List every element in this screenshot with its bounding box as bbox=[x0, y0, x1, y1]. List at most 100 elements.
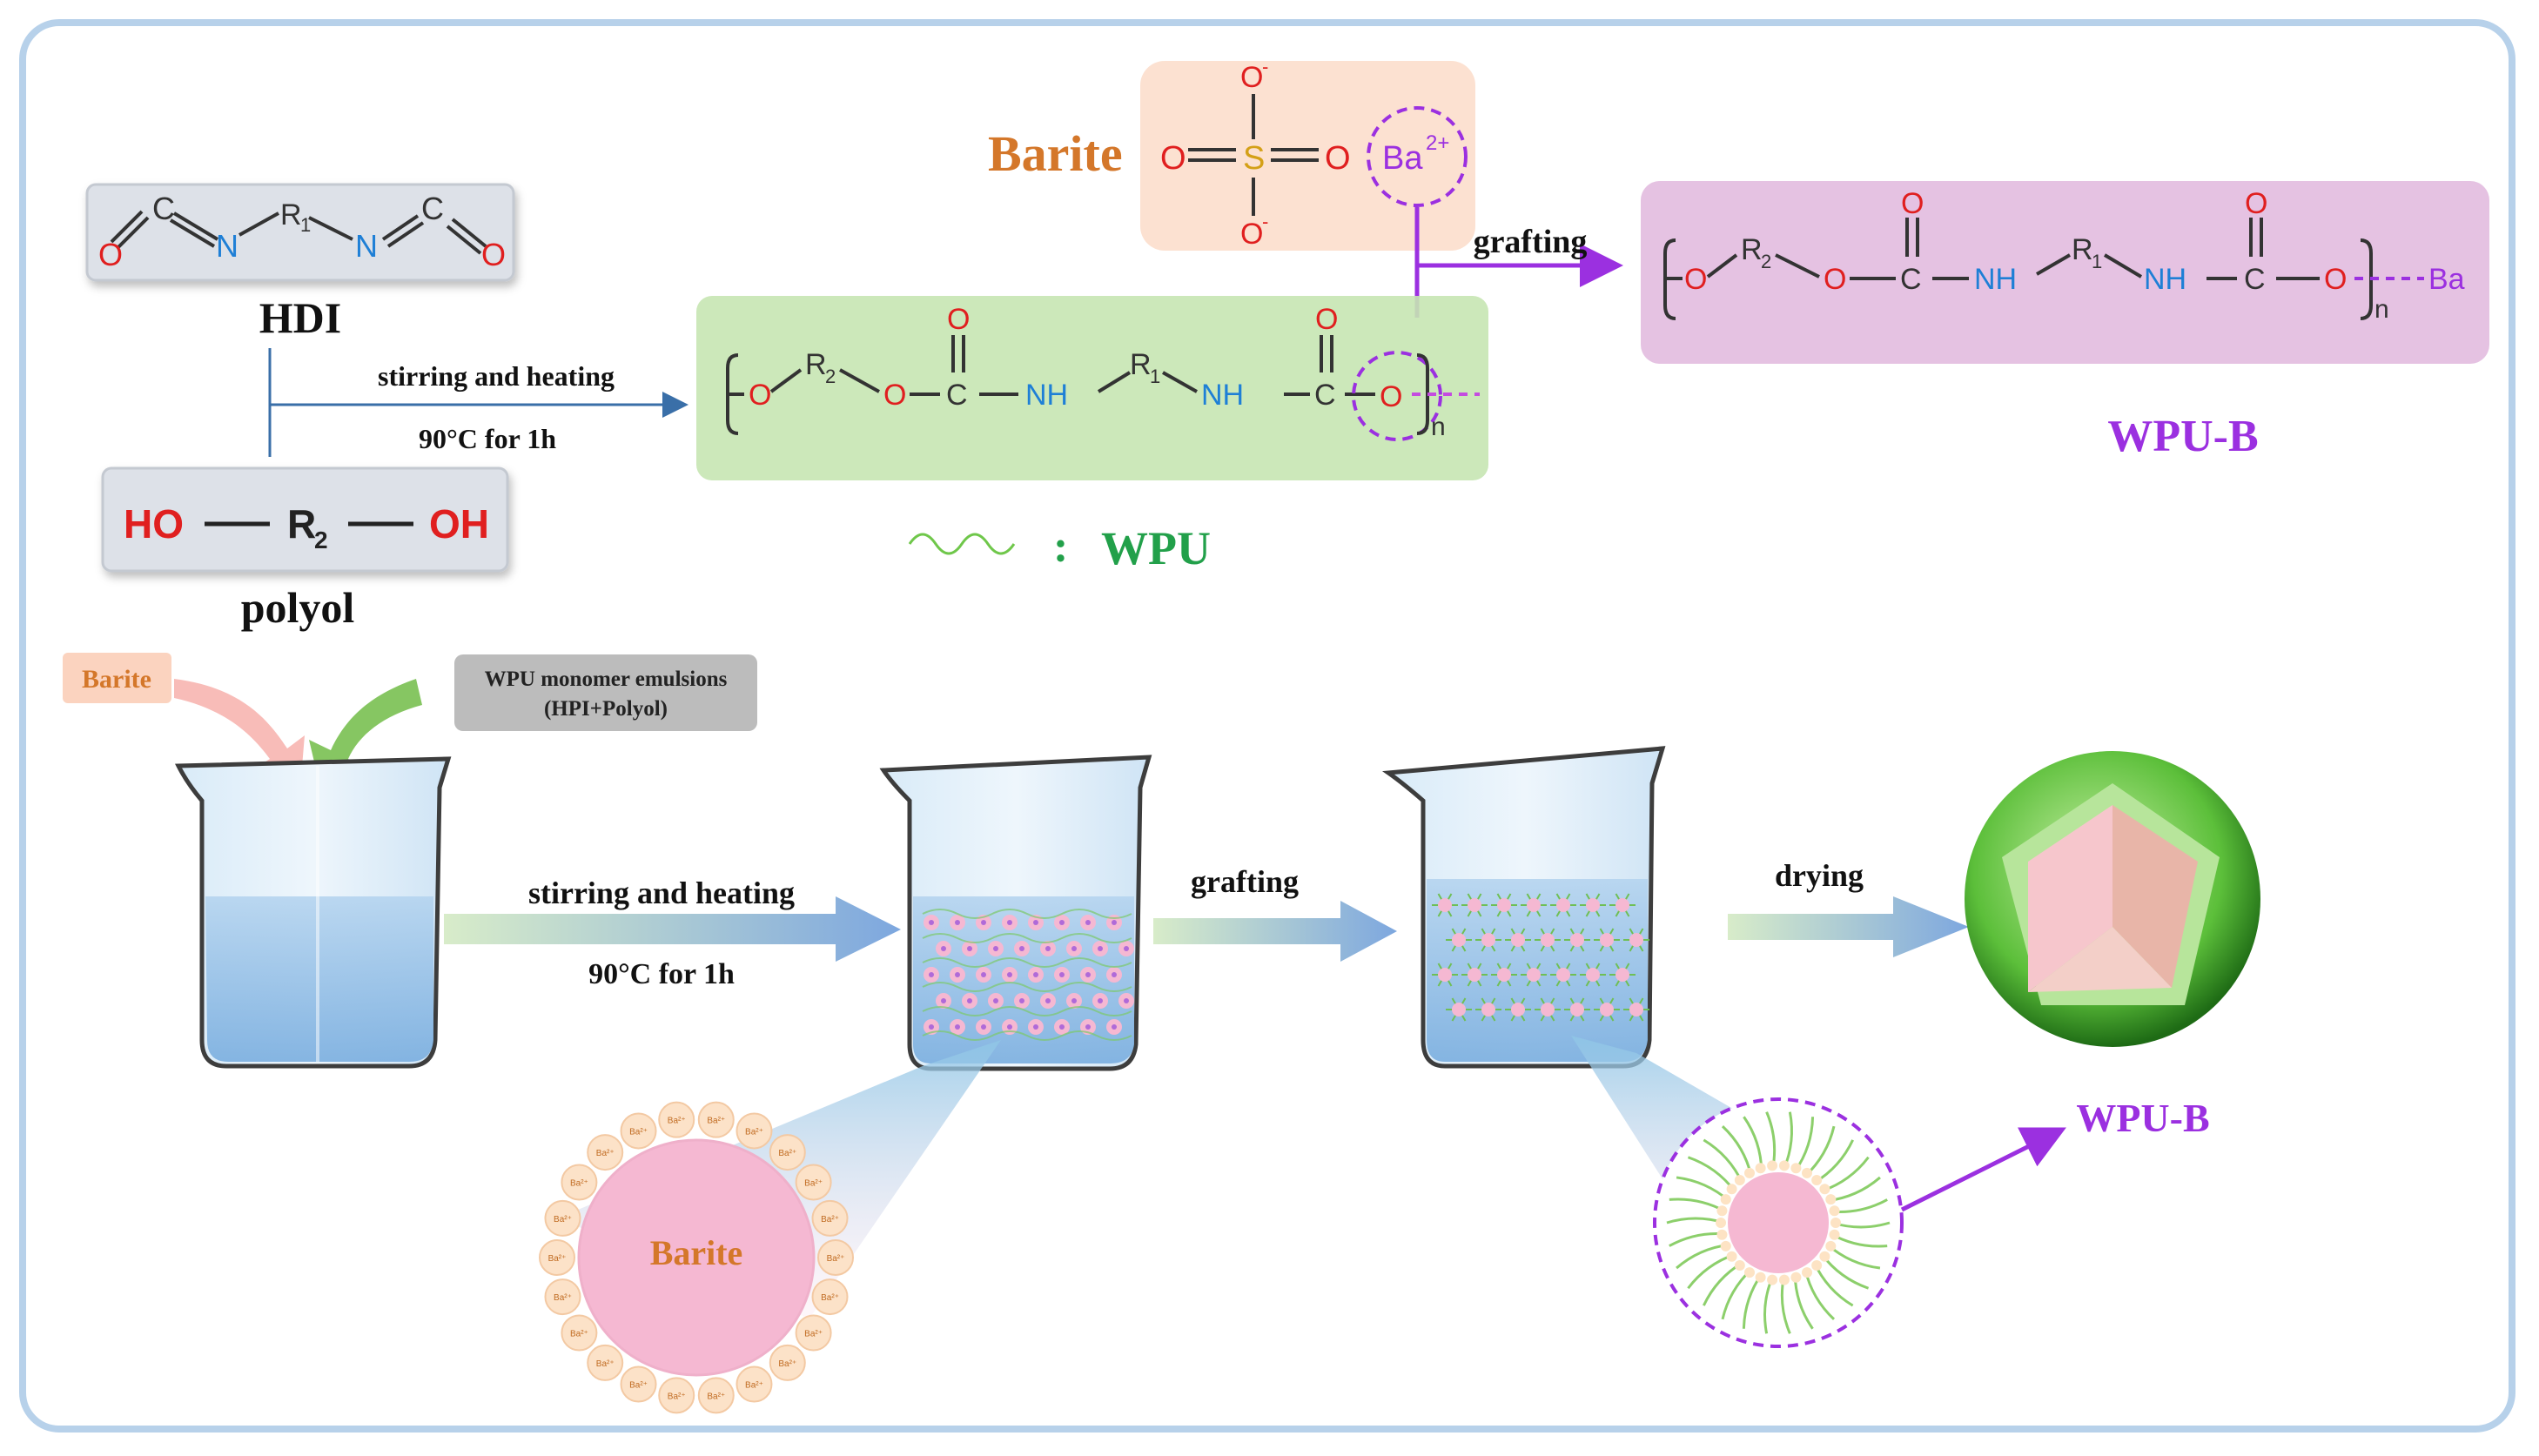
sulfate-charge-top: - bbox=[1262, 56, 1268, 77]
svg-text:Ba²⁺: Ba²⁺ bbox=[629, 1381, 648, 1391]
barium-ion-bubble bbox=[620, 1112, 657, 1150]
grafted-particle bbox=[1556, 968, 1570, 982]
svg-text:Ba²⁺: Ba²⁺ bbox=[554, 1293, 572, 1303]
svg-text:Ba²⁺: Ba²⁺ bbox=[804, 1178, 823, 1188]
wpub-structure: O R 2 O C O NH R 1 NH C O O n Ba bbox=[1641, 181, 2489, 364]
wpub-carbonyl-oxygen-2: O bbox=[2245, 187, 2267, 220]
grafted-particle bbox=[1438, 898, 1452, 912]
polyol-ho: HO bbox=[124, 501, 184, 547]
hdi-r-subscript: 1 bbox=[300, 214, 311, 236]
svg-text:Ba²⁺: Ba²⁺ bbox=[668, 1117, 686, 1126]
grafted-particle bbox=[1586, 898, 1600, 912]
grafted-particle bbox=[1570, 1003, 1584, 1017]
barium-ion-bubble bbox=[736, 1112, 773, 1150]
wpub-repeat-n: n bbox=[2374, 295, 2389, 324]
grafted-particle bbox=[1452, 933, 1466, 947]
barium-ion-bubble bbox=[795, 1314, 832, 1352]
barium-ion-bubble bbox=[544, 1199, 581, 1237]
process-arrow-3 bbox=[1728, 896, 1969, 957]
wpub-barium: Ba bbox=[2428, 263, 2465, 296]
wpu-legend-label: WPU bbox=[1101, 522, 1211, 574]
barite-tag bbox=[63, 653, 171, 703]
wpu-r1: R bbox=[1130, 348, 1152, 381]
hdi-nitrogen-right: N bbox=[355, 228, 378, 264]
polyol-r-group: R bbox=[287, 501, 316, 547]
hdi-oxygen-left: O bbox=[98, 237, 123, 272]
barite-particle-label: Barite bbox=[650, 1233, 743, 1272]
barium-ion-bubble bbox=[544, 1278, 581, 1316]
barite-feed-arrow bbox=[174, 679, 305, 788]
svg-text:Ba²⁺: Ba²⁺ bbox=[596, 1359, 615, 1369]
svg-text:Ba²⁺: Ba²⁺ bbox=[778, 1359, 796, 1369]
grafted-particle bbox=[1527, 898, 1541, 912]
grafted-particle bbox=[1600, 1003, 1614, 1017]
svg-text:Ba²⁺: Ba²⁺ bbox=[707, 1392, 725, 1401]
polyol-structure: HO R 2 OH bbox=[101, 466, 509, 573]
svg-text:Ba²⁺: Ba²⁺ bbox=[629, 1127, 648, 1137]
svg-text:Ba²⁺: Ba²⁺ bbox=[745, 1381, 763, 1391]
barium-ion-bubble bbox=[697, 1101, 735, 1138]
svg-text:Ba²⁺: Ba²⁺ bbox=[821, 1293, 839, 1303]
wpub-r1: R bbox=[2072, 233, 2093, 266]
svg-text:Ba²⁺: Ba²⁺ bbox=[745, 1127, 763, 1137]
wpub-label-top: WPU-B bbox=[2107, 412, 2258, 461]
wpu-structure: O R 2 O C O NH R 1 NH C O O n bbox=[696, 296, 1488, 480]
grafted-particle bbox=[1452, 1003, 1466, 1017]
barium-ion-bubble bbox=[811, 1199, 849, 1237]
grafted-particle bbox=[1586, 968, 1600, 982]
step1-condition-top: stirring and heating bbox=[378, 360, 615, 392]
barium-ion-bubble bbox=[561, 1314, 598, 1352]
barium-ion-bubble bbox=[658, 1377, 695, 1414]
sulfate-oxygen-bottom: O bbox=[1240, 218, 1263, 251]
wpub-nh-2: NH bbox=[2144, 263, 2186, 296]
wpub-label-bottom: WPU-B bbox=[2076, 1096, 2209, 1140]
svg-text:Ba²⁺: Ba²⁺ bbox=[804, 1330, 823, 1339]
grafted-particle bbox=[1438, 968, 1452, 982]
barium-ion-bubble bbox=[539, 1239, 575, 1276]
emulsion-tag bbox=[454, 654, 757, 731]
wpub-carbon-2: C bbox=[2244, 263, 2266, 296]
sulfate-oxygen-left: O bbox=[1160, 140, 1186, 177]
process-arrow-2 bbox=[1153, 901, 1397, 962]
wpub-carbonyl-oxygen-1: O bbox=[1901, 187, 1924, 220]
grafted-particle bbox=[1629, 1003, 1643, 1017]
wpub-particle bbox=[1653, 1097, 1904, 1348]
grafted-particle bbox=[1556, 898, 1570, 912]
barium-ion-bubble bbox=[587, 1344, 624, 1381]
wpu-carbonyl-oxygen-2: O bbox=[1315, 303, 1338, 336]
grafted-particle bbox=[1468, 898, 1481, 912]
wpu-oxygen-1: O bbox=[749, 379, 771, 412]
beaker-3 bbox=[1381, 746, 1666, 1069]
polyol-label: polyol bbox=[241, 583, 355, 632]
grafting-label-top: grafting bbox=[1474, 224, 1588, 260]
grafted-particle bbox=[1497, 898, 1511, 912]
sulfate-oxygen-top: O bbox=[1240, 61, 1263, 94]
process-step1-top: stirring and heating bbox=[528, 876, 795, 910]
svg-text:Ba²⁺: Ba²⁺ bbox=[827, 1254, 845, 1264]
wpub-r2-subscript: 2 bbox=[1761, 251, 1771, 272]
wpub-r1-subscript: 1 bbox=[2092, 251, 2102, 272]
barium-ion-bubble bbox=[736, 1365, 773, 1403]
wpub-nh-1: NH bbox=[1974, 263, 2017, 296]
process-step2-label: grafting bbox=[1191, 864, 1299, 899]
grafted-particle bbox=[1511, 933, 1525, 947]
svg-text:Ba²⁺: Ba²⁺ bbox=[570, 1178, 588, 1188]
wpub-carbon-1: C bbox=[1900, 263, 1922, 296]
barium-ion-bubble bbox=[817, 1239, 854, 1276]
grafted-particle bbox=[1468, 968, 1481, 982]
process-step3-label: drying bbox=[1775, 858, 1864, 893]
sulfate-charge-bottom: - bbox=[1262, 211, 1268, 232]
grafted-particle bbox=[1481, 1003, 1495, 1017]
beaker-2 bbox=[879, 755, 1152, 1071]
grafted-particle bbox=[1527, 968, 1541, 982]
beaker-1 bbox=[175, 756, 452, 1069]
barium-ion-shell: Ba²⁺ Ba²⁺ Ba²⁺ Ba²⁺ Ba²⁺ Ba²⁺ Ba²⁺ Ba²⁺ Ba²⁺ Ba²⁺… bbox=[539, 1101, 854, 1414]
wpub-terminal-oxygen: O bbox=[2324, 263, 2347, 296]
wpu-r1-subscript: 1 bbox=[1150, 366, 1160, 387]
barium-ion-bubble bbox=[620, 1365, 657, 1403]
wpub-oxygen-2: O bbox=[1824, 263, 1846, 296]
wpu-r2: R bbox=[805, 348, 827, 381]
barite-particle: Ba²⁺ Ba²⁺ Ba²⁺ Ba²⁺ Ba²⁺ Ba²⁺ Ba²⁺ Ba²⁺ Ba²⁺ Ba²⁺… bbox=[539, 1101, 854, 1414]
process-step1-bottom: 90°C for 1h bbox=[588, 958, 735, 990]
grafted-particle bbox=[1497, 968, 1511, 982]
